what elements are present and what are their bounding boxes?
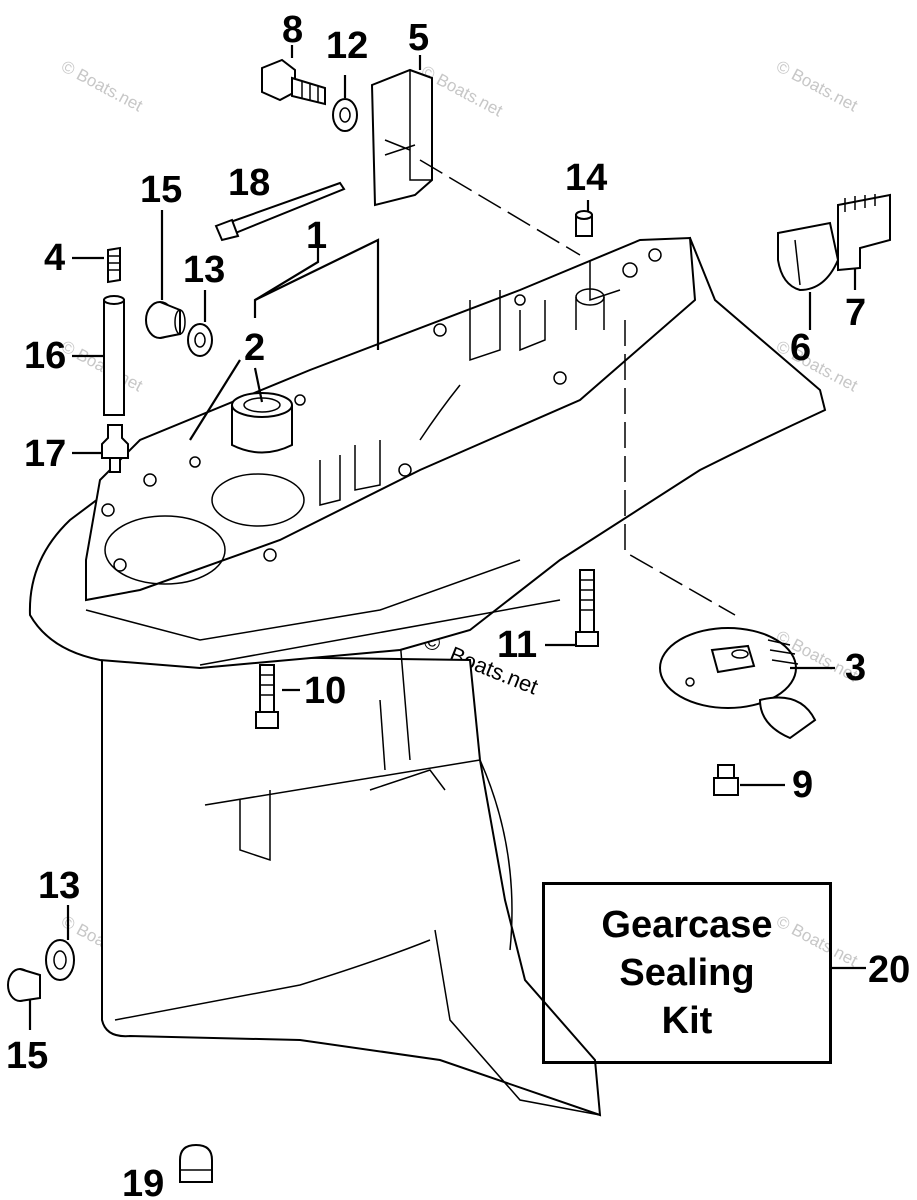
watermark: © Boats.net (773, 57, 861, 116)
callout-15-top: 15 (140, 169, 182, 211)
bolt-part-8 (261, 58, 326, 106)
callout-12: 12 (326, 25, 368, 67)
callout-10: 10 (304, 670, 346, 712)
callout-14: 14 (565, 157, 607, 199)
screw-part-9 (713, 764, 739, 796)
gasket-part-13-bottom (45, 939, 75, 981)
cable-tie-part-18 (214, 181, 346, 242)
callout-20: 20 (868, 949, 910, 991)
callout-17: 17 (24, 433, 66, 475)
fitting-part-17 (101, 424, 129, 473)
bracket-part-7 (837, 193, 891, 272)
callout-13-top: 13 (183, 249, 225, 291)
callout-4: 4 (44, 237, 65, 279)
anode-part-5 (370, 68, 433, 207)
plug-part-19 (179, 1143, 213, 1183)
callout-6: 6 (790, 327, 811, 369)
callout-1: 1 (306, 215, 327, 257)
tube-part-16 (103, 295, 125, 416)
callout-16: 16 (24, 335, 66, 377)
callout-11: 11 (497, 624, 537, 666)
kit-label-line-2: Sealing (619, 952, 755, 994)
watermark: © Boats.net (58, 337, 146, 396)
callout-13-bottom: 13 (38, 865, 80, 907)
bolt-part-10 (255, 664, 279, 729)
kit-label-line-1: Gearcase (601, 904, 773, 946)
kit-label-line-3: Kit (661, 1000, 713, 1042)
plug-part-15-top (145, 301, 186, 339)
gearcase-sealing-kit-box: Gearcase Sealing Kit (542, 882, 832, 1064)
leader-lines (28, 45, 866, 1030)
trim-tab-part-3 (659, 627, 817, 740)
gearcase-housing (28, 236, 827, 1117)
washer-part-12 (332, 98, 358, 132)
watermark: © Boats.net (58, 57, 146, 116)
bolt-part-11 (575, 569, 599, 647)
gasket-part-13-top (187, 323, 213, 357)
callout-3: 3 (845, 647, 866, 689)
callout-19: 19 (122, 1163, 164, 1200)
pin-part-14 (575, 210, 593, 237)
callout-7: 7 (845, 292, 866, 334)
stud-part-4 (107, 246, 121, 284)
callout-18: 18 (228, 162, 270, 204)
callout-2: 2 (244, 327, 265, 369)
callout-15-bottom: 15 (6, 1035, 48, 1077)
plug-part-15-bottom (7, 968, 41, 1002)
callout-9: 9 (792, 764, 813, 806)
cap-part-6 (777, 221, 840, 292)
callouts: 1 2 3 4 5 6 7 8 9 10 11 12 13 13 14 15 1… (6, 9, 910, 1200)
callout-5: 5 (408, 17, 429, 59)
callout-8: 8 (282, 9, 303, 51)
